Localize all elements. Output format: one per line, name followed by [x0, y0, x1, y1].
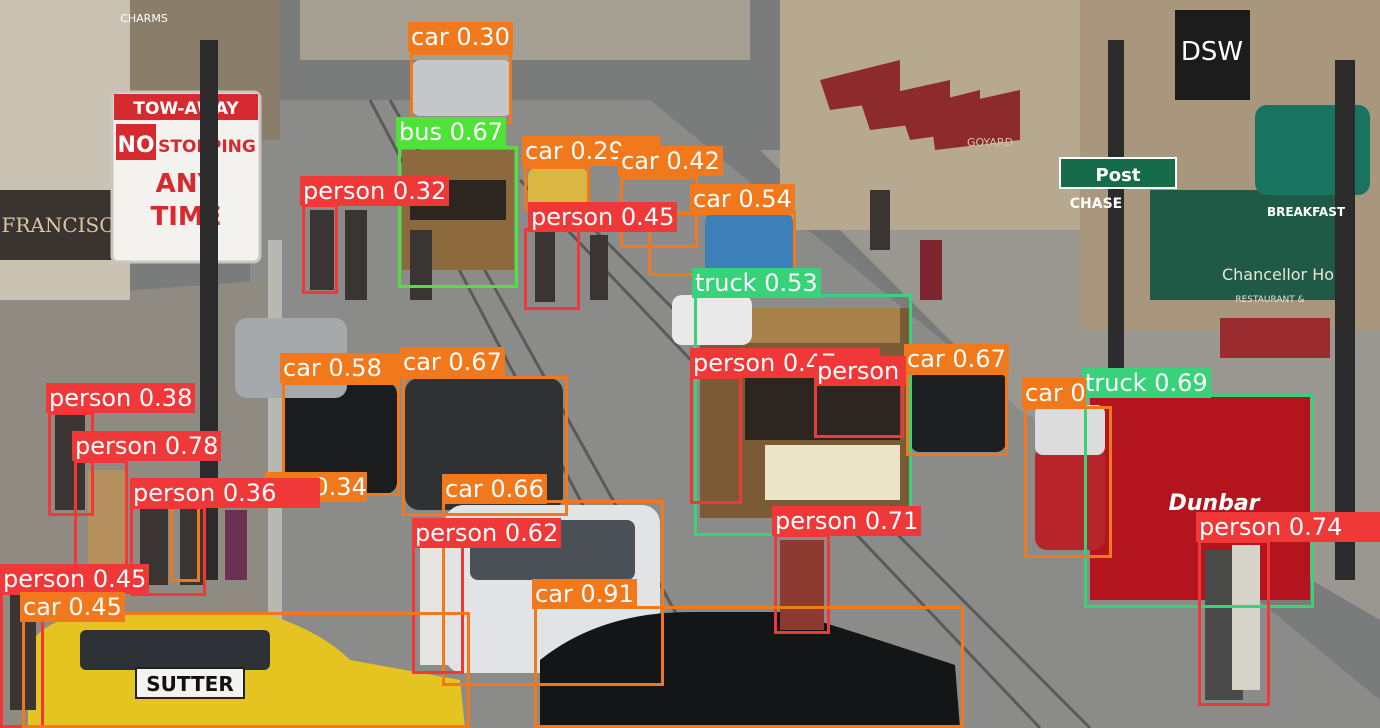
no-box — [116, 124, 156, 160]
charms-text: CHARMS — [120, 12, 168, 25]
truck-detection-label: truck 0.69 — [1082, 368, 1211, 398]
person-detection-box — [48, 412, 94, 516]
person-detection-box — [302, 204, 338, 294]
breakfast-text: BREAKFAST — [1267, 205, 1346, 219]
cable-car-sign — [765, 445, 900, 500]
no-text: NO — [117, 133, 154, 158]
car-detection-label: car 0.54 — [690, 184, 795, 214]
person-detection-label: person 0.45 — [528, 202, 678, 232]
bus-detection-box — [398, 146, 518, 288]
white-car-far — [672, 295, 752, 345]
car-detection-box — [410, 52, 512, 124]
blue-car — [705, 212, 793, 277]
car-detection-label: car 0.45 — [20, 592, 125, 622]
cable-car-near-roof — [735, 308, 900, 343]
lamp-pole-mid — [1108, 40, 1124, 370]
person-detection-label: person 0.32 — [300, 176, 450, 206]
francisco-text: FRANCISC — [1, 213, 114, 237]
car-detection-label: car 0.91 — [532, 579, 637, 609]
car-detection-label: car 0.66 — [442, 474, 547, 504]
car-detection-label: car 0.54 — [1022, 378, 1086, 408]
lamp-pole-right — [1335, 60, 1355, 580]
post-text: Post — [1096, 165, 1141, 186]
person-detection-label: person 0.78 — [72, 431, 222, 461]
cab-window — [80, 630, 270, 670]
car-detection-label: car 0.30 — [408, 22, 513, 52]
truck-detection-label: truck 0.53 — [692, 268, 821, 298]
black-sedan — [540, 612, 960, 728]
person-detection-box — [1198, 540, 1270, 706]
far-traffic — [412, 60, 512, 116]
person-detection-label: person 0.71 — [772, 506, 922, 536]
distant-buildings — [300, 0, 750, 60]
car-detection-box — [442, 500, 664, 686]
chancellor-text: Chancellor Ho — [1222, 265, 1334, 284]
red-awning-right — [1220, 318, 1330, 358]
goyard-text: GOYARD — [967, 136, 1013, 149]
person-detection-label: person 0.38 — [46, 383, 196, 413]
restaurant-text: RESTAURANT & — [1235, 295, 1304, 305]
car-detection-label: car 0.67 — [904, 344, 1009, 374]
person-detection-label: person 0.62 — [412, 518, 562, 548]
car-detection-label: car 0.58 — [280, 353, 400, 383]
person-detection-label: person — [814, 356, 906, 386]
person-detection-box — [74, 460, 128, 568]
dunbar-text: Dunbar — [1168, 491, 1260, 516]
green-awning — [1150, 190, 1340, 300]
post-street-sign — [1059, 157, 1177, 189]
car-detection-box — [906, 372, 1008, 456]
car-detection-box — [534, 606, 964, 728]
car-detection-label: car 0.67 — [400, 347, 505, 377]
car-detection-box — [402, 376, 568, 516]
person-detection-box — [690, 376, 742, 504]
car-black-center — [910, 372, 1006, 452]
sutter-plate — [135, 667, 245, 699]
person-detection-box — [814, 380, 904, 438]
bus-detection-label: bus 0.67 — [396, 117, 507, 147]
car-white-right — [1035, 405, 1105, 455]
person-detection-label: person 0.45 — [0, 564, 150, 594]
tow-away-band — [114, 94, 258, 120]
chase-text: CHASE — [1070, 196, 1122, 212]
suv-black-left — [285, 382, 397, 494]
dsw-text: DSW — [1181, 37, 1243, 67]
car-red-right — [1035, 445, 1105, 550]
person-detection-box — [524, 228, 580, 310]
person-detection-label: person 0.74 — [1196, 512, 1380, 542]
left-storefront — [0, 190, 130, 260]
cable-car-near-windows — [745, 378, 900, 440]
car-detection-box — [22, 612, 470, 728]
car-detection-label: car 0.42 — [618, 146, 723, 176]
sutter-text: SUTTER — [146, 672, 233, 696]
dsw-sign — [1175, 10, 1250, 100]
car-detection-box — [1024, 406, 1112, 558]
yellow-car-far — [528, 168, 588, 208]
red-awnings — [820, 60, 1020, 150]
person-detection-label: person 0.36 — [130, 478, 320, 508]
